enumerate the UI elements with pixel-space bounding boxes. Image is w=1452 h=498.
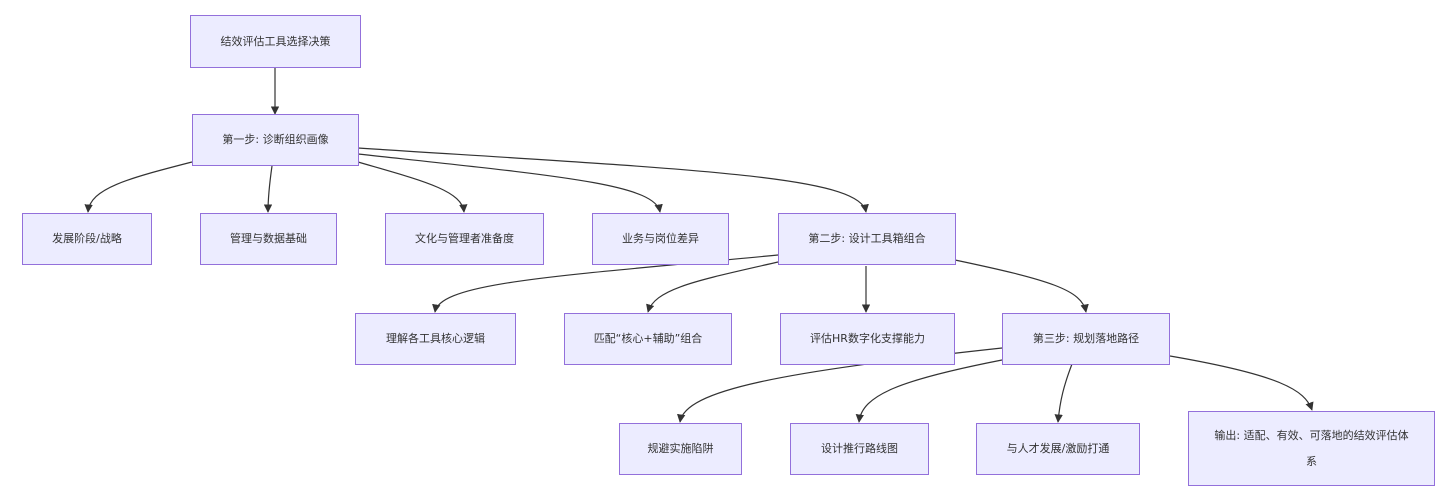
node-step1[interactable]: 第一步: 诊断组织画像: [192, 114, 359, 166]
node-hr-label: 评估HR数字化支撑能力: [810, 332, 925, 345]
node-root-label: 结效评估工具选择决策: [220, 34, 331, 48]
node-dev-stage-label: 发展阶段/战略: [52, 232, 122, 245]
edge-step3-output: [1169, 355, 1314, 411]
node-business-label: 业务与岗位差异: [622, 232, 699, 245]
node-mgmt-data[interactable]: 管理与数据基础: [200, 213, 337, 265]
node-roadmap[interactable]: 设计推行路线图: [790, 423, 929, 475]
edge-step1-biz: [357, 153, 663, 213]
edge-step1-culture: [357, 161, 468, 213]
edge-step2-combo: [646, 261, 779, 313]
node-root[interactable]: 结效评估工具选择决策: [190, 15, 361, 68]
node-combo-label: 匹配“核心+辅助”组合: [593, 332, 703, 345]
edge-step2-step3: [954, 259, 1089, 313]
node-step2-label: 第二步: 设计工具箱组合: [808, 232, 926, 245]
node-business[interactable]: 业务与岗位差异: [592, 213, 729, 265]
node-hr[interactable]: 评估HR数字化支撑能力: [780, 313, 955, 365]
node-pitfall-label: 规避实施陷阱: [647, 442, 714, 455]
node-mgmt-data-label: 管理与数据基础: [230, 232, 307, 245]
edge-step3-roadmap: [855, 359, 1003, 423]
node-talent-label: 与人才发展/激励打通: [1006, 442, 1110, 455]
node-output[interactable]: 输出: 适配、有效、可落地的结效评估体系: [1188, 411, 1435, 486]
node-pitfall[interactable]: 规避实施陷阱: [619, 423, 742, 475]
node-talent[interactable]: 与人才发展/激励打通: [976, 423, 1140, 475]
node-step2[interactable]: 第二步: 设计工具箱组合: [778, 213, 956, 265]
node-logic-label: 理解各工具核心逻辑: [386, 332, 485, 345]
node-step3[interactable]: 第三步: 规划落地路径: [1002, 313, 1170, 365]
node-step3-label: 第三步: 规划落地路径: [1032, 332, 1140, 345]
node-culture[interactable]: 文化与管理者准备度: [385, 213, 544, 265]
node-culture-label: 文化与管理者准备度: [415, 232, 514, 245]
edge-step1-dev: [84, 161, 193, 213]
node-dev-stage[interactable]: 发展阶段/战略: [22, 213, 152, 265]
node-step1-label: 第一步: 诊断组织画像: [222, 133, 329, 146]
node-output-label: 输出: 适配、有效、可落地的结效评估体系: [1214, 428, 1409, 468]
edge-step1-mgmt: [263, 165, 273, 213]
node-combo[interactable]: 匹配“核心+辅助”组合: [564, 313, 732, 365]
node-logic[interactable]: 理解各工具核心逻辑: [355, 313, 516, 365]
node-roadmap-label: 设计推行路线图: [821, 442, 898, 455]
edge-step1-step2: [357, 147, 869, 213]
edge-step3-talent: [1054, 363, 1073, 423]
